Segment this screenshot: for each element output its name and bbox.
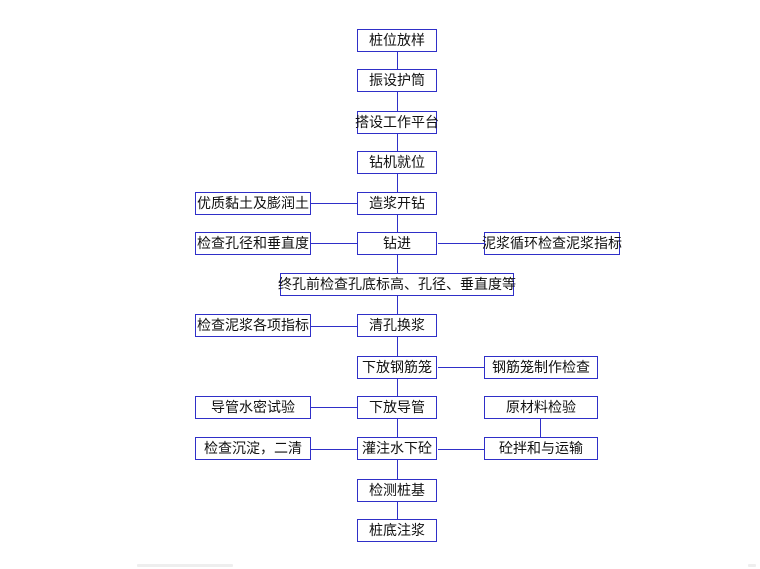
step-pour-concrete: 灌注水下砼 (357, 437, 437, 460)
corner-indicator (748, 564, 756, 567)
step-lower-tremie: 下放导管 (357, 396, 437, 419)
step-rig-position: 钻机就位 (357, 151, 437, 174)
note-material-inspection: 原材料检验 (484, 396, 598, 419)
spine-connector (397, 502, 399, 520)
spine-connector (397, 337, 399, 357)
note-check-slurry: 检查泥浆各项指标 (195, 314, 311, 337)
spine-connector (397, 255, 399, 273)
step-final-hole-check: 终孔前检查孔底标高、孔径、垂直度等 (278, 273, 516, 296)
scroll-indicator[interactable] (137, 564, 233, 567)
step-pile-layout: 桩位放样 (357, 29, 437, 52)
note-slurry-circulation: 泥浆循环检查泥浆指标 (482, 232, 622, 255)
note-concrete-mixing: 砼拌和与运输 (484, 437, 598, 460)
right-connector (438, 243, 484, 245)
spine-connector (397, 214, 399, 232)
note-cage-inspection: 钢筋笼制作检查 (484, 356, 598, 379)
right-connector (438, 367, 484, 369)
right-vertical-connector (540, 418, 542, 438)
note-check-diameter: 检查孔径和垂直度 (195, 232, 311, 255)
spine-connector (397, 460, 399, 480)
right-connector (438, 449, 484, 451)
step-drilling: 钻进 (357, 232, 437, 255)
left-connector (311, 326, 357, 328)
step-lower-cage: 下放钢筋笼 (357, 356, 437, 379)
left-connector (311, 203, 357, 205)
note-clay-bentonite: 优质黏土及膨润土 (195, 192, 311, 215)
note-check-sediment: 检查沉淀，二清 (195, 437, 311, 460)
spine-connector (397, 379, 399, 397)
step-start-drilling: 造浆开钻 (357, 192, 437, 215)
spine-connector (397, 419, 399, 437)
step-pile-testing: 检测桩基 (357, 479, 437, 502)
spine-connector (397, 295, 399, 315)
spine-connector (397, 173, 399, 193)
spine-connector (397, 91, 399, 111)
step-hole-cleaning: 清孔换浆 (357, 314, 437, 337)
spine-connector (397, 133, 399, 151)
note-tremie-test: 导管水密试验 (195, 396, 311, 419)
step-casing: 振设护筒 (357, 69, 437, 92)
left-connector (311, 449, 357, 451)
step-base-grouting: 桩底注浆 (357, 519, 437, 542)
left-connector (311, 407, 357, 409)
step-platform: 搭设工作平台 (355, 111, 439, 134)
left-connector (311, 243, 357, 245)
spine-connector (397, 52, 399, 70)
